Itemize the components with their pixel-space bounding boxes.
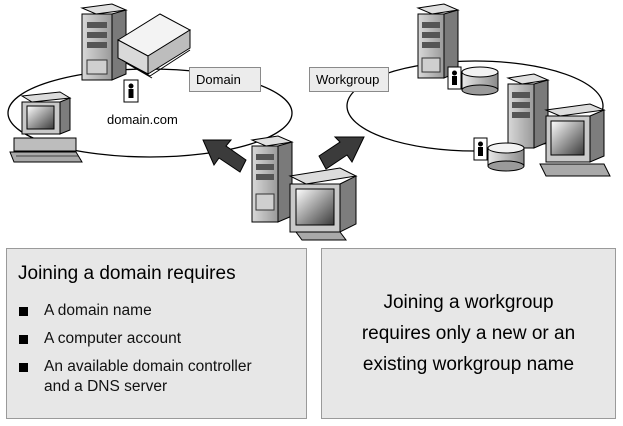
domain-tag-label: Domain [196,72,241,87]
domain-requirements-panel: Joining a domain requires A domain name … [6,248,307,419]
bullet-icon [19,335,28,344]
database-icon [487,142,525,172]
workstation-icon [9,91,83,163]
server-icon [80,3,128,81]
list-item-text: A computer account [44,330,181,347]
database-icon [461,66,499,96]
workgroup-tag: Workgroup [309,67,389,92]
text-line: requires only a new or an [361,323,576,344]
workstation-icon [539,103,611,177]
workgroup-requirements-panel: Joining a workgroup requires only a new … [321,248,616,419]
list-item-text: An available domain controller [44,358,252,375]
bullet-icon [19,307,28,316]
arrow-icon [318,136,365,170]
list-item: An available domain controller and a DNS… [18,357,252,397]
list-item: A computer account [18,329,252,349]
user-icon [123,79,139,103]
list-item: A domain name [18,301,252,321]
workstation-icon [288,167,358,241]
list-item-text: A domain name [44,302,152,319]
server-icon [506,73,550,149]
user-icon [447,66,462,90]
domain-name-label: domain.com [107,112,178,127]
requirements-list: A domain name A computer account An avai… [18,301,252,405]
server-icon [250,135,294,223]
text-line: existing workgroup name [362,354,575,375]
workgroup-requirements-text: Joining a workgroup requires only a new … [322,287,615,380]
user-icon [473,137,488,161]
workgroup-tag-label: Workgroup [316,72,380,87]
list-item-text: and a DNS server [44,378,168,395]
text-line: Joining a workgroup [383,292,554,313]
network-diagram [7,3,611,241]
domain-tag: Domain [189,67,261,92]
bullet-icon [19,363,28,372]
arrow-icon [202,139,247,173]
server-icon [416,3,460,79]
panel-title: Joining a domain requires [18,263,236,284]
book-icon [116,13,192,79]
